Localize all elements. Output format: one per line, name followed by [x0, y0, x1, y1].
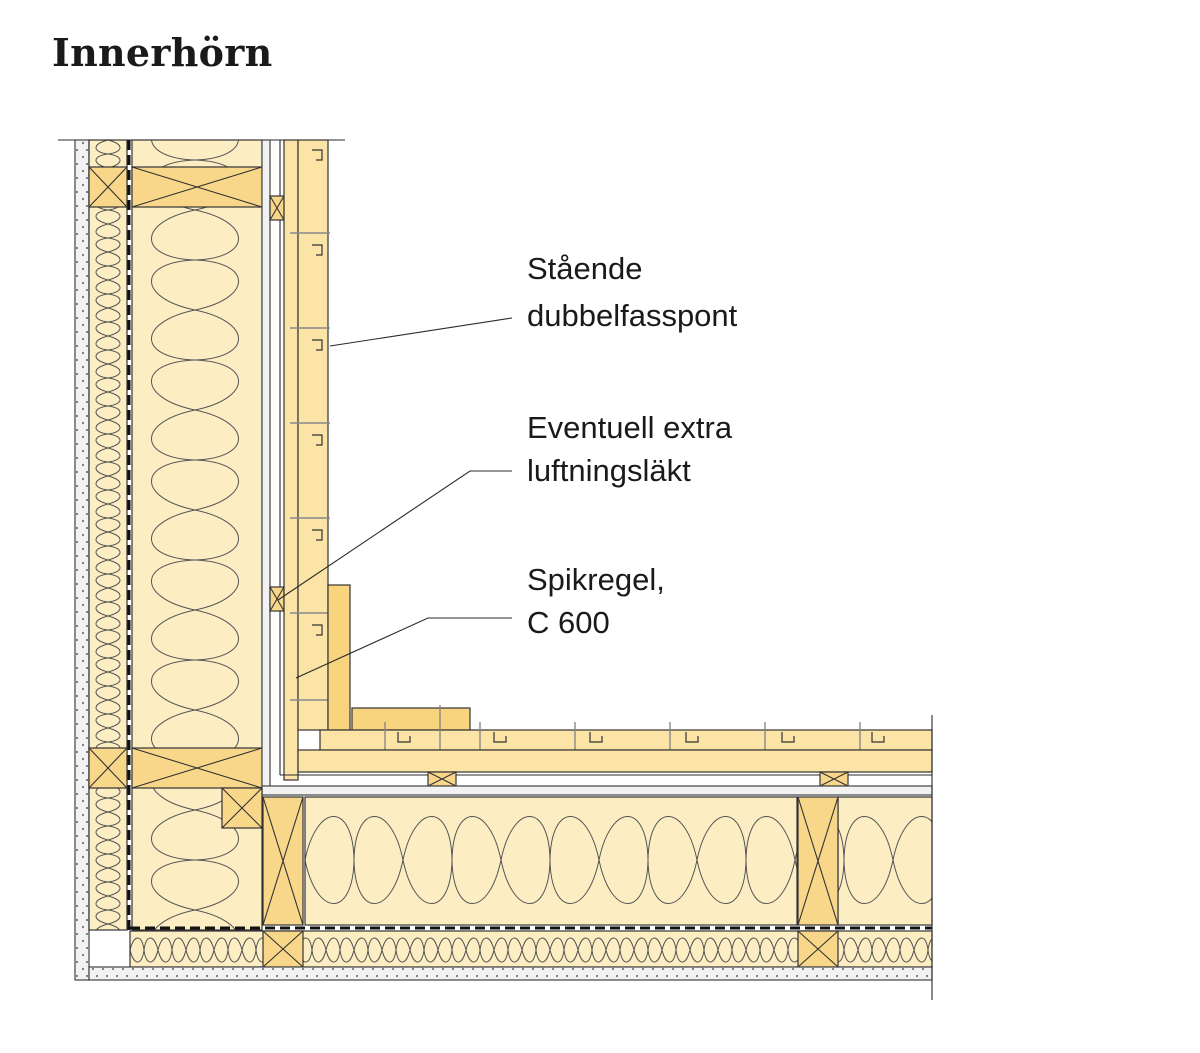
stud-bottom — [88, 747, 263, 789]
label-spikregel: Spikregel, C 600 — [527, 562, 673, 640]
label-eventuell-extra-luftningslakt: Eventuell extra luftningsläkt — [527, 410, 741, 488]
vertical-wall — [58, 139, 345, 981]
label-staende-dubbelfasspont: Stående dubbelfasspont — [527, 251, 738, 333]
callout-labels: Stående dubbelfasspont Eventuell extra l… — [527, 251, 741, 640]
stud-top — [88, 166, 263, 208]
horizontal-wall — [88, 705, 933, 1000]
page-title: Innerhörn — [52, 30, 273, 75]
vertical-cladding — [283, 139, 351, 781]
leader-lines — [277, 317, 513, 679]
